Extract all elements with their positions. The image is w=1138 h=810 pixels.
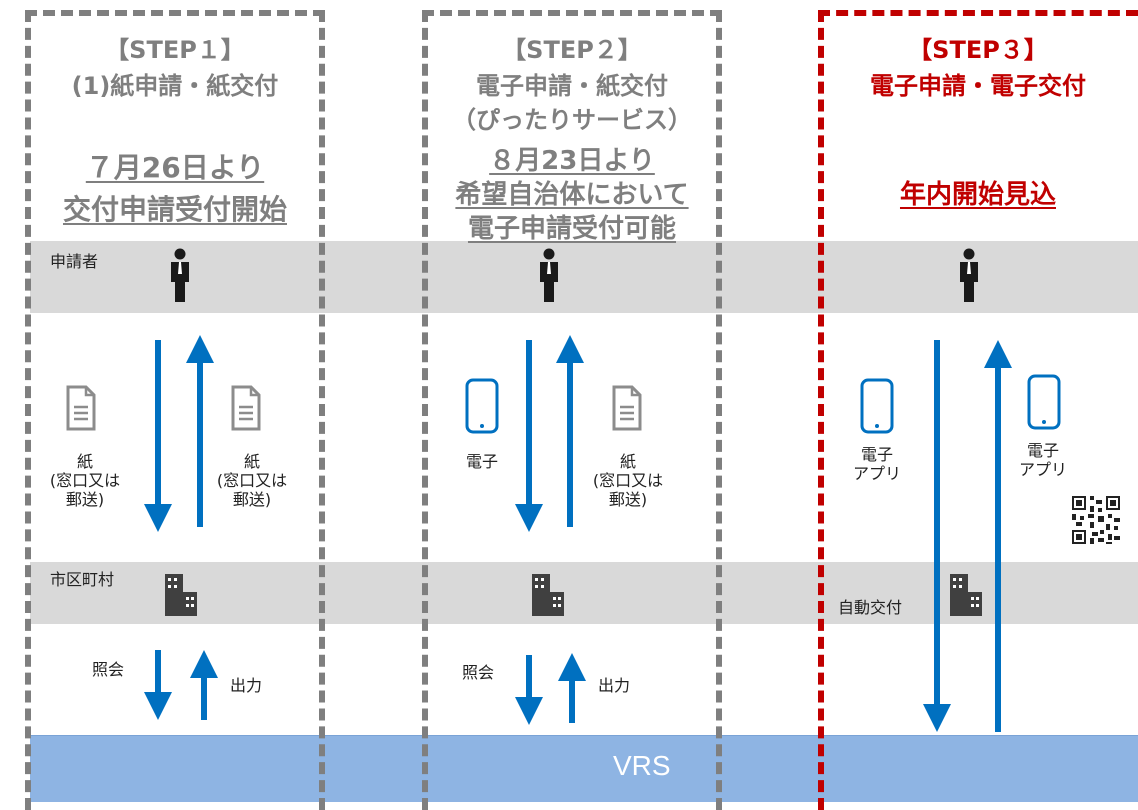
step2-output-label: 出力 [598, 676, 631, 695]
step1-down-label-line2: (窓口又は [49, 471, 121, 490]
tablet-icon [860, 378, 894, 434]
step3-up-label-line1: 電子 [1026, 441, 1059, 460]
step1-query-label: 照会 [92, 660, 125, 679]
building-icon [165, 574, 197, 616]
step1-column [25, 10, 325, 810]
step2-up-label-line3: 郵送) [608, 490, 648, 509]
arrow-down-icon [144, 340, 172, 532]
arrow-up-icon [556, 335, 584, 527]
step2-down-label: 電子 [465, 452, 498, 471]
person-icon [171, 248, 189, 302]
step3-column [818, 10, 1138, 810]
step1-date-line1: ７月26日より [85, 151, 265, 184]
step2-title: 【STEP２】 [502, 36, 642, 64]
applicant-label: 申請者 [50, 252, 99, 271]
step1-date-line2: 交付申請受付開始 [62, 193, 287, 226]
auto-issue-label: 自動交付 [838, 598, 903, 617]
step1-title: 【STEP１】 [105, 36, 245, 64]
step2-date-line3: 電子申請受付可能 [467, 214, 676, 244]
arrow-up-icon [190, 650, 218, 720]
arrow-up-icon [558, 653, 586, 723]
tablet-icon [465, 378, 499, 434]
step3-date: 年内開始見込 [899, 180, 1056, 210]
person-icon [960, 248, 978, 302]
step2-up-label-line1: 紙 [619, 452, 636, 471]
arrow-up-icon [186, 335, 214, 527]
step2-subtitle-line1: 電子申請・紙交付 [476, 72, 668, 100]
step3-down-label-line1: 電子 [860, 445, 893, 464]
vrs-bar: VRS [30, 735, 1138, 802]
document-icon [231, 385, 261, 431]
step1-up-label-line1: 紙 [243, 452, 260, 471]
step1-down-label-line3: 郵送) [65, 490, 105, 509]
step1-subtitle: (1)紙申請・紙交付 [71, 72, 279, 100]
arrow-down-icon [144, 650, 172, 720]
municipality-label: 市区町村 [50, 570, 115, 589]
step1-down-label-line1: 紙 [76, 452, 93, 471]
arrow-down-icon [515, 340, 543, 532]
building-icon [532, 574, 564, 616]
step3-subtitle: 電子申請・電子交付 [870, 72, 1086, 100]
step1-up-label-line3: 郵送) [232, 490, 272, 509]
step3-title: 【STEP３】 [908, 36, 1048, 64]
step2-subtitle-line2: （ぴったりサービス） [452, 106, 692, 134]
tablet-icon [1027, 374, 1061, 430]
step3-up-label-line2: アプリ [1018, 460, 1067, 479]
step2-query-label: 照会 [462, 663, 495, 682]
vrs-label: VRS [613, 750, 671, 781]
arrow-up-icon [984, 340, 1012, 732]
building-icon [950, 574, 982, 616]
step2-column [422, 10, 722, 810]
step2-date-line2: 希望自治体において [455, 180, 689, 210]
document-icon [612, 385, 642, 431]
step1-output-label: 出力 [230, 676, 263, 695]
arrow-down-icon [515, 655, 543, 725]
arrow-down-icon [923, 340, 951, 732]
step3-down-label-line2: アプリ [852, 464, 901, 483]
step2-date-line1: ８月23日より [489, 146, 655, 176]
applicant-row-band [30, 241, 1138, 313]
document-icon [66, 385, 96, 431]
qr-code-icon [1070, 494, 1122, 546]
person-icon [540, 248, 558, 302]
step2-up-label-line2: (窓口又は [592, 471, 664, 490]
step1-up-label-line2: (窓口又は [216, 471, 288, 490]
